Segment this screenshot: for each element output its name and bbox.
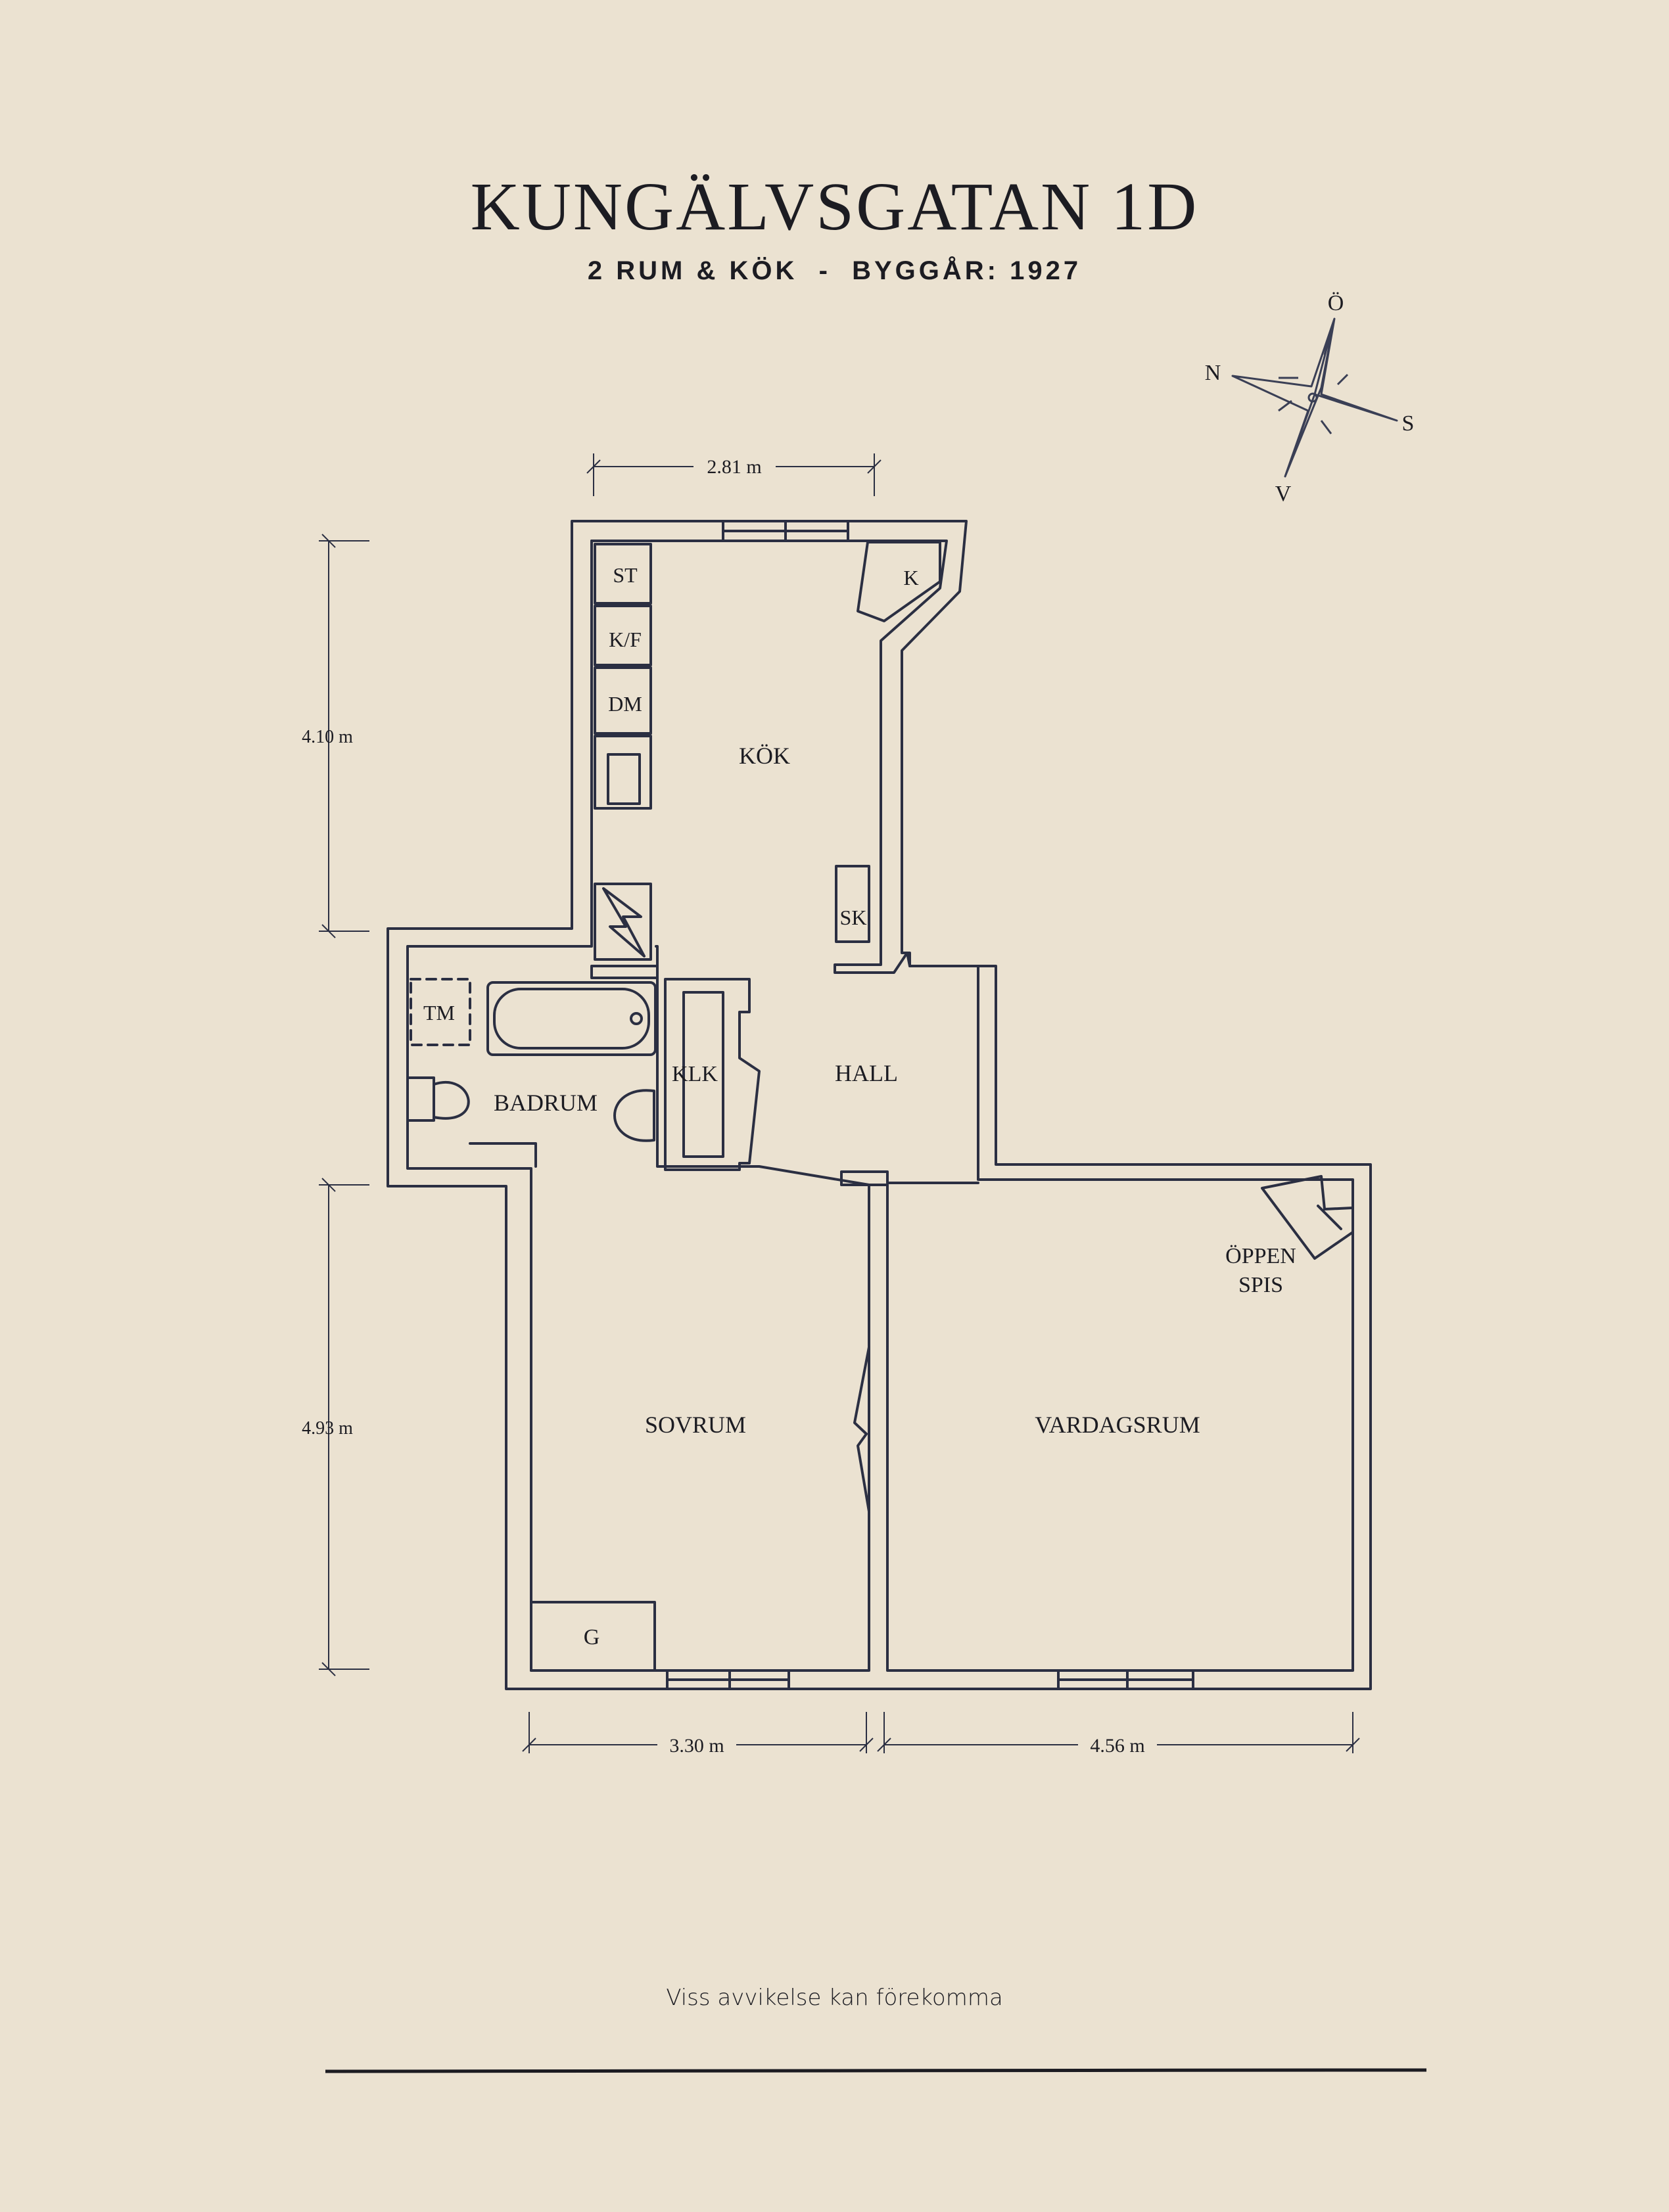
room-vardagsrum: VARDAGSRUM xyxy=(1035,1412,1200,1438)
compass-east: Ö xyxy=(1328,291,1344,315)
compass-star-icon xyxy=(1231,317,1398,478)
electric-symbol xyxy=(602,887,646,957)
fixture-st: ST xyxy=(613,563,638,587)
cabinet-stove xyxy=(594,883,652,961)
dimension-left-lower: 4.93 m xyxy=(302,1418,353,1439)
page-title: KUNGÄLVSGATAN 1D xyxy=(470,169,1199,244)
dimension-left-lower-line xyxy=(319,1178,369,1676)
inner-wall-outline xyxy=(590,540,1354,1672)
fixture-kf: K/F xyxy=(609,628,642,651)
outer-wall-outline xyxy=(387,520,1372,1690)
fixture-g: G xyxy=(584,1625,600,1649)
inner-wall-left xyxy=(406,540,870,1672)
room-hall: HALL xyxy=(835,1060,898,1086)
fireplace-label-2: SPIS xyxy=(1238,1273,1283,1297)
dimension-top: 2.81 m xyxy=(707,456,761,478)
cabinet-st xyxy=(594,543,652,605)
sink-basin xyxy=(607,753,641,805)
bathtub-inner xyxy=(493,988,650,1049)
compass-west: V xyxy=(1275,482,1292,506)
window-bedroom xyxy=(666,1669,790,1690)
kitchen-wall-lower xyxy=(590,965,659,979)
toilet xyxy=(406,1076,470,1122)
fixture-k: K xyxy=(903,566,918,589)
dimension-bottom-right: 4.56 m xyxy=(1090,1735,1144,1757)
window-living xyxy=(1057,1669,1194,1690)
dimension-left-upper-line xyxy=(319,534,369,938)
compass-south: S xyxy=(1402,411,1415,436)
bathtub xyxy=(486,981,657,1056)
cabinet-kf xyxy=(594,605,652,666)
footer-rule xyxy=(325,2068,1427,2073)
dimension-bottom-left: 3.30 m xyxy=(669,1735,724,1757)
room-sovrum: SOVRUM xyxy=(645,1412,746,1438)
compass-north: N xyxy=(1205,361,1221,385)
cabinet-k xyxy=(857,541,941,622)
fixture-sk: SK xyxy=(840,906,867,929)
cabinet-sk xyxy=(835,865,870,943)
fixture-tm: TM xyxy=(423,1001,455,1025)
fireplace xyxy=(1261,1175,1354,1260)
cabinet-dm xyxy=(594,666,652,735)
room-klk: KLK xyxy=(672,1062,718,1086)
footer-note: Viss avvikelse kan förekomma xyxy=(666,1985,1003,2011)
window-kitchen xyxy=(722,520,849,542)
cabinet-sink xyxy=(594,735,652,810)
compass-rose xyxy=(1231,317,1398,478)
room-badrum: BADRUM xyxy=(494,1090,598,1116)
wardrobe-g xyxy=(530,1601,656,1672)
dimension-left-upper: 4.10 m xyxy=(302,727,353,747)
fireplace-label-1: ÖPPEN xyxy=(1225,1244,1296,1268)
fixture-dm: DM xyxy=(608,692,642,716)
klk-walls xyxy=(664,978,761,1171)
bathtub-drain xyxy=(630,1012,643,1025)
room-kok: KÖK xyxy=(739,743,790,769)
bath-wall-cabinet xyxy=(469,1142,537,1168)
partition-door xyxy=(853,1346,889,1513)
bath-sink xyxy=(613,1089,655,1142)
page-subtitle: 2 RUM & KÖK - BYGGÅR: 1927 xyxy=(587,256,1082,285)
